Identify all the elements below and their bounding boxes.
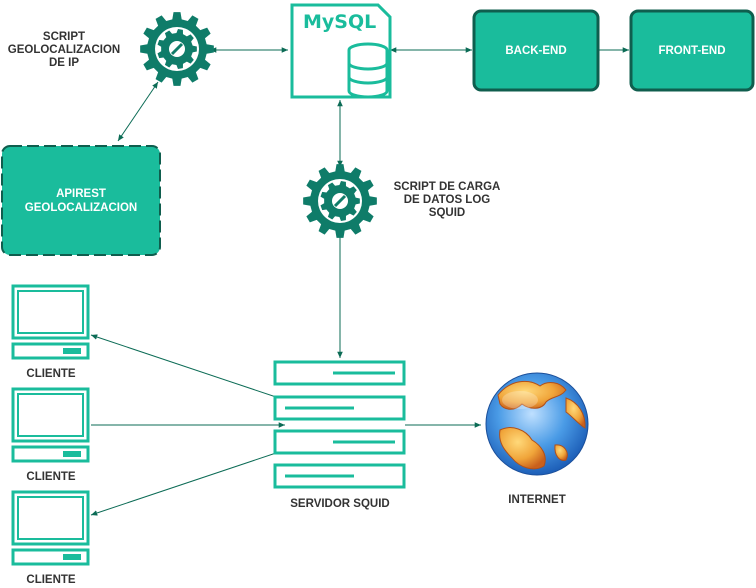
monitor-icon (11, 490, 90, 566)
gear-slash (170, 42, 184, 56)
monitor-button (63, 348, 81, 354)
server-rack-icon (273, 360, 406, 489)
monitor-base (11, 548, 90, 566)
gear-icon (140, 12, 214, 86)
backend-label: BACK-END (505, 44, 567, 57)
mysql-title: MySQL (303, 11, 377, 33)
frontend-box (629, 9, 755, 92)
monitor-base (11, 445, 90, 463)
cliente-label-3: CLIENTE (26, 574, 76, 586)
monitor-inner (17, 496, 84, 540)
arrow-cliente3-servidor (90, 449, 286, 516)
script-carga-label: SCRIPT DE CARGA DE DATOS LOG SQUID (393, 181, 501, 219)
connectors (90, 47, 629, 516)
arrow-cliente1-servidor (90, 334, 286, 401)
servidor-label: SERVIDOR SQUID (290, 498, 390, 510)
monitor-base (11, 342, 90, 360)
monitor-button (63, 451, 81, 457)
apirest-label: APIREST GEOLOCALIZACION (24, 187, 138, 214)
backend-box (472, 9, 600, 92)
monitor-icon (11, 284, 90, 360)
gear-slash (333, 194, 347, 208)
monitor-inner (17, 290, 84, 334)
apirest-box (1, 145, 161, 256)
monitor-inner (17, 393, 84, 437)
internet-label: INTERNET (508, 494, 566, 506)
gear-icon (303, 164, 377, 238)
monitor-icon (11, 387, 90, 463)
cliente-label-2: CLIENTE (26, 471, 76, 483)
monitor-button (63, 554, 81, 560)
arrow-gear-apirest (117, 81, 159, 142)
database-icon (290, 3, 392, 99)
script-geo-label: SCRIPT GEOLOCALIZACION DE IP (7, 31, 121, 69)
globe-icon (485, 372, 589, 476)
cliente-label-1: CLIENTE (26, 368, 76, 380)
frontend-label: FRONT-END (658, 44, 726, 57)
